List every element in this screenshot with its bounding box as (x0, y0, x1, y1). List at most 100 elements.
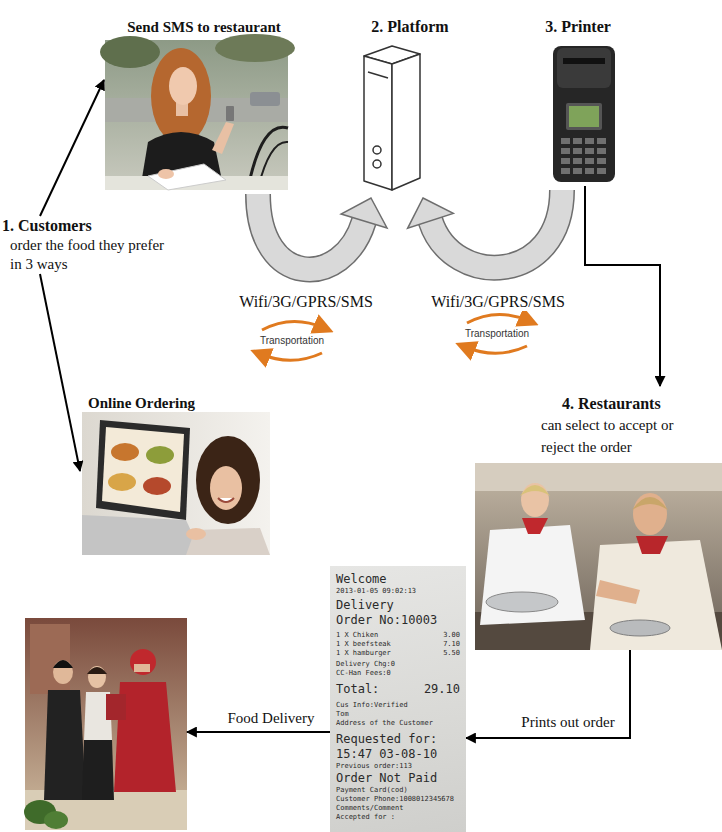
band-arrow-outline (258, 194, 364, 269)
receipt-row: Tom (336, 710, 460, 719)
receipt-line: 1 X Chiken (336, 631, 378, 640)
online-ordering-photo-part (96, 420, 190, 520)
node-body: can select to accept or reject the order (474, 414, 681, 458)
receipt-line: Delivery (336, 598, 394, 613)
receipt-line: Previous order:113 (336, 762, 412, 771)
sms-photo-part (151, 48, 211, 144)
receipt-line: 15:47 03-08-10 (336, 747, 437, 762)
receipt: Welcome2013-01-05 09:02:13DeliveryOrder … (330, 566, 466, 832)
printer-icon-part (569, 106, 599, 127)
server-icon (364, 46, 420, 190)
edge-label: Wifi/3G/GPRS/SMS (237, 292, 375, 311)
chefs-photo-part (486, 592, 558, 612)
sms-photo-part (215, 34, 295, 62)
printer-icon-part (566, 103, 602, 130)
sms-photo-part (226, 106, 234, 121)
sms-photo (100, 34, 295, 190)
delivery-photo-part (25, 618, 187, 830)
online-ordering-photo-part (196, 436, 260, 524)
step-text: 1. Customersorder the food they prefer i… (2, 216, 174, 274)
receipt-line: 7.10 (443, 640, 460, 649)
receipt-line: Payment Card(cod) (336, 786, 408, 795)
receipt-line: Welcome (336, 572, 387, 587)
sms-photo-part (250, 92, 280, 106)
receipt-row: Total:29.10 (336, 682, 460, 697)
receipt-line: Customer Phone:1008012345678 (336, 795, 454, 804)
chefs-photo-part (633, 493, 667, 535)
server-icon-part (392, 54, 420, 190)
receipt-row: Cus Info:Verified (336, 701, 460, 710)
chefs-photo-part (522, 518, 548, 534)
delivery-photo (24, 618, 187, 830)
arrow-line (585, 186, 660, 386)
receipt-line: 1 X beefsteak (336, 640, 391, 649)
delivery-photo-part (134, 664, 150, 672)
receipt-line: Comments/Comment (336, 804, 403, 813)
delivery-photo-part (44, 690, 86, 800)
chefs-photo-part (520, 485, 550, 496)
flow-arrow (408, 190, 562, 268)
node-heading: 4. Restaurants (474, 386, 722, 414)
chefs-photo-part (480, 525, 585, 625)
sms-photo-part (212, 122, 234, 154)
band-arrow (258, 194, 364, 269)
receipt-row: Address of the Customer (336, 719, 460, 728)
transportation-icon-part (262, 321, 324, 330)
receipt-row: Order No:10003 (336, 613, 460, 628)
chefs-photo-part (521, 483, 549, 517)
flow-arrow (40, 80, 104, 216)
online-ordering-photo-part (143, 477, 171, 495)
delivery-photo-part (53, 660, 73, 684)
server-node: 2. Platform (355, 14, 465, 192)
flow-arrow (585, 186, 660, 386)
transportation-icon-part (260, 353, 322, 360)
band-arrow (430, 190, 562, 268)
receipt-line: Tom (336, 710, 349, 719)
delivery-photo-part (87, 667, 107, 674)
receipt-row: Welcome (336, 572, 460, 587)
receipt-row: 2013-01-05 09:02:13 (336, 587, 460, 596)
receipt-line: Order Not Paid (336, 771, 437, 786)
printer-icon-part (563, 58, 605, 64)
node-body: order the food they prefer in 3 ways (2, 236, 174, 274)
receipt-line: Cus Info:Verified (336, 701, 408, 710)
delivery-photo-part (82, 740, 114, 800)
icon-label: Transportation (465, 328, 529, 340)
chefs-photo-part (632, 497, 668, 510)
online-ordering-photo-part (111, 443, 139, 461)
online-ordering-photo-part (146, 446, 174, 464)
chefs-photo-part (610, 620, 670, 636)
sms-photo-part (148, 164, 226, 190)
online-ordering-photo-part (82, 515, 202, 555)
receipt-row: 1 X beefsteak 7.10 (336, 640, 460, 649)
sms-photo-part (158, 169, 174, 179)
receipt-line: 3.00 (443, 631, 460, 640)
sms-photo-part (169, 67, 197, 105)
receipt-row: CC-Han Fees:0 (336, 669, 460, 678)
chefs-photo-part (475, 463, 722, 650)
chefs-photo-part (596, 580, 640, 604)
receipt-row: Delivery Chg:0 (336, 660, 460, 669)
chefs-photo (475, 463, 722, 650)
online-ordering-photo-part (210, 466, 242, 510)
band-arrow-outline (430, 190, 562, 268)
online-ordering-photo (82, 412, 270, 555)
online-ordering-photo-part (186, 528, 206, 540)
online-ordering-photo-part (108, 473, 136, 491)
receipt-line: Address of the Customer (336, 719, 433, 728)
node-heading: 2. Platform (355, 14, 465, 36)
receipt-line: Delivery Chg:0 (336, 660, 395, 669)
receipt-line: Accepted for : (336, 813, 395, 822)
photo-panel: 4. Restaurantscan select to accept or re… (474, 386, 722, 650)
printer-icon-part (561, 138, 609, 178)
delivery-photo-part (44, 811, 68, 829)
receipt-row: Delivery (336, 598, 460, 613)
printer-icon (553, 46, 615, 182)
arrow-line (40, 80, 104, 216)
photo-panel: Send SMS to restaurant (104, 14, 304, 192)
icon-label: Transportation (260, 335, 324, 347)
transportation-icon (260, 314, 529, 360)
printer-icon-part (557, 48, 611, 88)
receipt-row: Payment Card(cod) (336, 786, 460, 795)
